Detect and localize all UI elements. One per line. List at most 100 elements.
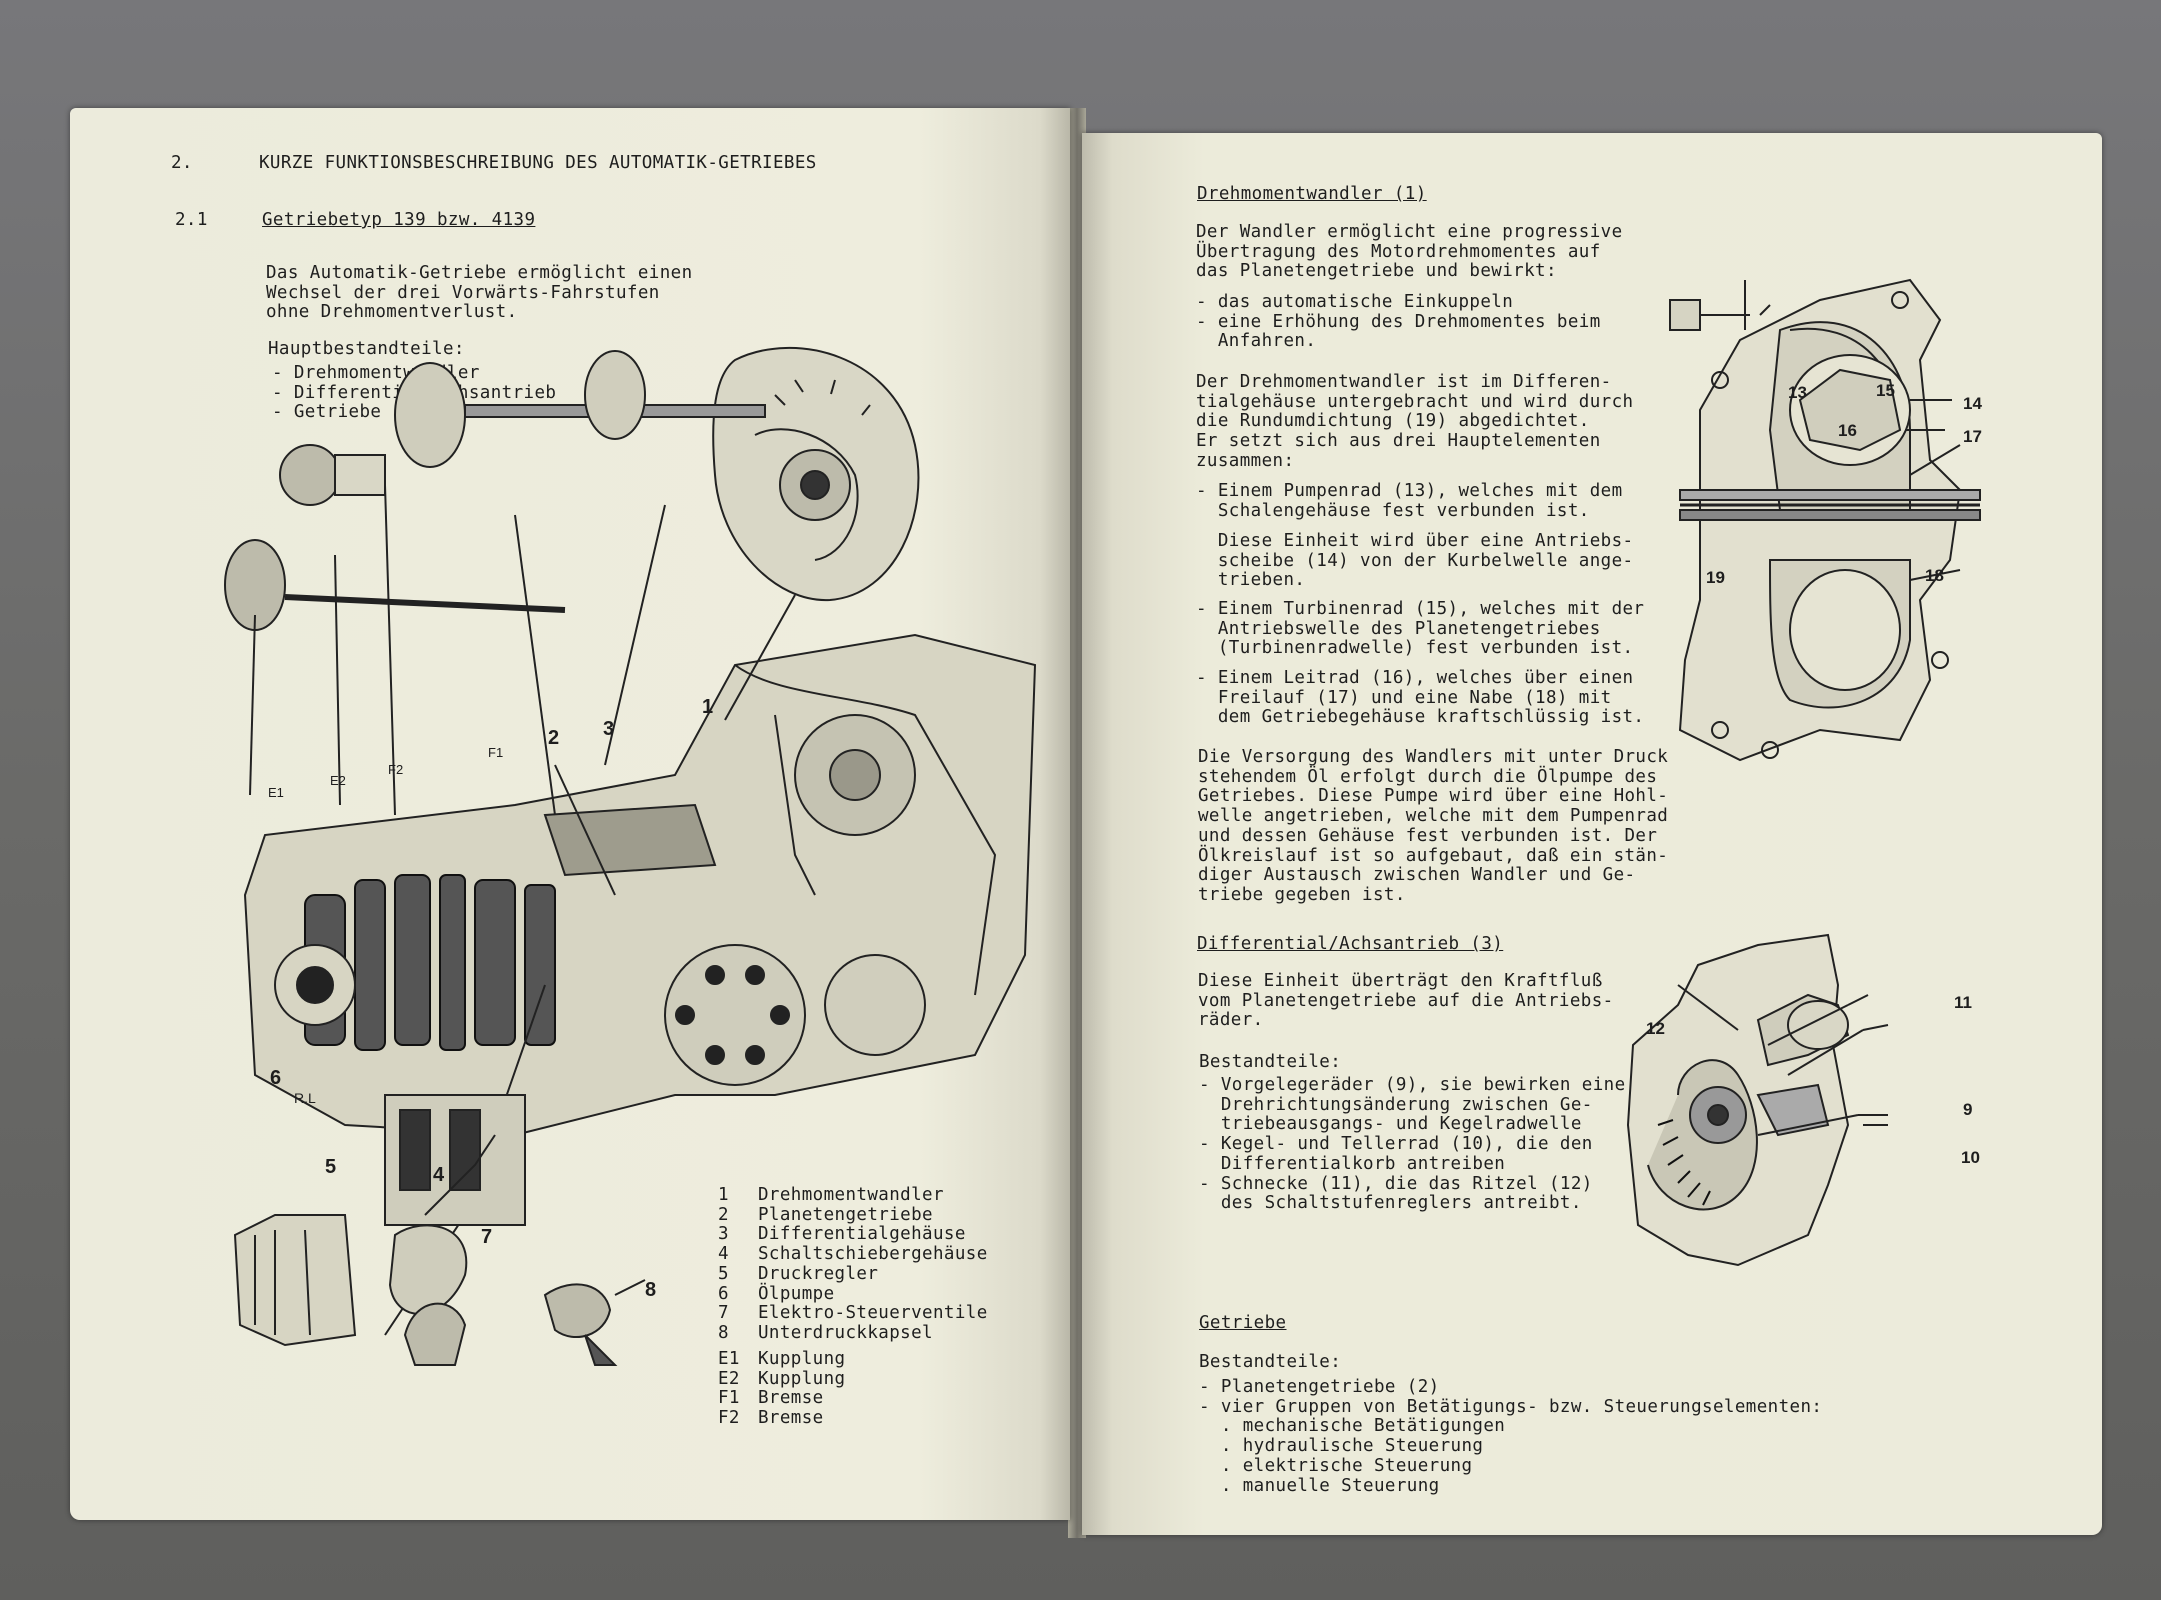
list-item: - Getriebe xyxy=(272,402,382,423)
bullet-list: - Planetengetriebe (2) - vier Gruppen vo… xyxy=(1199,1377,1823,1496)
text-line: Übertragung des Motordrehmomentes auf xyxy=(1196,241,1601,262)
list-item: - vier Gruppen von Betätigungs- bzw. Ste… xyxy=(1199,1396,1823,1417)
differential-drawing xyxy=(1626,933,1889,1267)
list-item: trieben. xyxy=(1196,570,1306,591)
list-item: - Einem Pumpenrad (13), welches mit dem xyxy=(1196,481,1623,501)
text-line: räder. xyxy=(1198,1010,1264,1031)
figure-label: 2 xyxy=(548,727,560,749)
list-item: Schalengehäuse fest verbunden ist. xyxy=(1196,500,1590,521)
list-item: (Turbinenradwelle) fest verbunden ist. xyxy=(1196,638,1634,659)
paragraph: Diese Einheit überträgt den Kraftfluß vo… xyxy=(1198,971,1614,1031)
list-item: Antriebswelle des Planetengetriebes xyxy=(1196,618,1601,639)
right-page xyxy=(1082,133,2102,1535)
paragraph: Die Versorgung des Wandlers mit unter Dr… xyxy=(1198,747,1669,906)
section-title: KURZE FUNKTIONSBESCHREIBUNG DES AUTOMATI… xyxy=(259,153,817,173)
text-line: Ölkreislauf ist so aufgebaut, daß ein st… xyxy=(1198,845,1669,866)
paragraph: Der Drehmomentwandler ist im Differen- t… xyxy=(1196,372,1634,472)
heading-differential: Differential/Achsantrieb (3) xyxy=(1197,934,1504,954)
figure-label: 10 xyxy=(1961,1148,1980,1167)
list-item: triebeausgangs- und Kegelradwelle xyxy=(1199,1114,1582,1135)
book-spine xyxy=(1068,108,1086,1538)
list-item: Anfahren. xyxy=(1196,331,1317,352)
figure-label: 5 xyxy=(325,1156,337,1178)
figure-label: E2 xyxy=(330,773,346,788)
list-item: scheibe (14) von der Kurbelwelle ange- xyxy=(1196,550,1634,571)
list-item: - Planetengetriebe (2) xyxy=(1199,1377,1440,1397)
figure-label: 14 xyxy=(1963,394,1982,413)
text-line: Er setzt sich aus drei Hauptelementen xyxy=(1196,431,1601,452)
list-item: - Einem Turbinenrad (15), welches mit de… xyxy=(1196,599,1645,619)
figure-label: 12 xyxy=(1646,1019,1665,1038)
list-item: des Schaltstufenreglers antreibt. xyxy=(1199,1193,1582,1214)
figure-label: F1 xyxy=(488,745,504,760)
subsection-number: 2.1 xyxy=(175,210,208,230)
bullet-list: Diese Einheit wird über eine Antriebs- s… xyxy=(1196,531,1634,591)
list-item: - Einem Leitrad (16), welches über einen xyxy=(1196,668,1634,688)
list-item: - eine Erhöhung des Drehmomentes beim xyxy=(1196,311,1601,332)
figure-label: F2 xyxy=(388,762,404,777)
list-item: Diese Einheit wird über eine Antriebs- xyxy=(1196,531,1634,551)
text-line: die Rundumdichtung (19) abgedichtet. xyxy=(1196,411,1590,432)
figure-label: 1 xyxy=(702,696,714,718)
figure-label: 7 xyxy=(481,1226,493,1248)
figure-label: 15 xyxy=(1876,381,1895,400)
text-line: stehendem Öl erfolgt durch die Ölpumpe d… xyxy=(1198,766,1658,787)
figure-label: 13 xyxy=(1788,383,1807,402)
subsection-title: Getriebetyp 139 bzw. 4139 xyxy=(262,210,536,230)
bullet-list: - Einem Turbinenrad (15), welches mit de… xyxy=(1196,599,1645,659)
text-line: Getriebes. Diese Pumpe wird über eine Ho… xyxy=(1198,786,1669,807)
section-number: 2. xyxy=(171,153,193,173)
torque-converter-section-drawing xyxy=(1669,278,1981,762)
intro-line: ohne Drehmomentverlust. xyxy=(266,302,518,323)
list-item: . mechanische Betätigungen xyxy=(1199,1416,1506,1437)
list-item: - Vorgelegeräder (9), sie bewirken eine xyxy=(1199,1075,1626,1095)
figure-label: 19 xyxy=(1706,568,1725,587)
text-line: Der Drehmomentwandler ist im Differen- xyxy=(1196,372,1612,392)
text-line: vom Planetengetriebe auf die Antriebs- xyxy=(1198,990,1614,1011)
text-line: zusammen: xyxy=(1196,450,1295,471)
paragraph: Der Wandler ermöglicht eine progressive … xyxy=(1196,222,1623,282)
list-item: . manuelle Steuerung xyxy=(1199,1475,1440,1496)
figure-label: 4 xyxy=(433,1164,445,1186)
figure-label: 11 xyxy=(1954,993,1972,1012)
transmission-exploded-drawing xyxy=(224,347,1037,1366)
list-item: - das automatische Einkuppeln xyxy=(1196,292,1514,312)
text-line: welle angetrieben, welche mit dem Pumpen… xyxy=(1198,806,1669,827)
bullet-list: - Einem Leitrad (16), welches über einen… xyxy=(1196,668,1645,728)
figure-label: 3 xyxy=(603,718,615,740)
figure-label: 17 xyxy=(1963,427,1982,446)
list-item: dem Getriebegehäuse kraftschlüssig ist. xyxy=(1196,707,1645,728)
intro-line: Das Automatik-Getriebe ermöglicht einen xyxy=(266,263,693,283)
figure-label: 16 xyxy=(1838,421,1857,440)
heading-gearbox: Getriebe xyxy=(1199,1313,1287,1333)
text-line: und dessen Gehäuse fest verbunden ist. D… xyxy=(1198,825,1658,846)
bullet-list: - Einem Pumpenrad (13), welches mit dem … xyxy=(1196,481,1623,521)
components-heading: Bestandteile: xyxy=(1199,1352,1342,1372)
bullet-list: - das automatische Einkuppeln - eine Erh… xyxy=(1196,292,1601,352)
text-line: triebe gegeben ist. xyxy=(1198,884,1406,905)
figure-label: 9 xyxy=(1963,1100,1973,1119)
bullet-list: - Vorgelegeräder (9), sie bewirken eine … xyxy=(1199,1075,1626,1214)
text-line: das Planetengetriebe und bewirkt: xyxy=(1196,261,1557,282)
list-item: Differentialkorb antreiben xyxy=(1199,1153,1506,1174)
figure-label: E1 xyxy=(268,785,284,800)
heading-torque-converter: Drehmomentwandler (1) xyxy=(1197,184,1427,204)
list-item: - Kegel- und Tellerrad (10), die den xyxy=(1199,1134,1593,1155)
text-line: Diese Einheit überträgt den Kraftfluß xyxy=(1198,971,1603,991)
list-item: . hydraulische Steuerung xyxy=(1199,1436,1484,1457)
text-line: Der Wandler ermöglicht eine progressive xyxy=(1196,222,1623,242)
text-line: tialgehäuse untergebracht und wird durch xyxy=(1196,391,1634,412)
